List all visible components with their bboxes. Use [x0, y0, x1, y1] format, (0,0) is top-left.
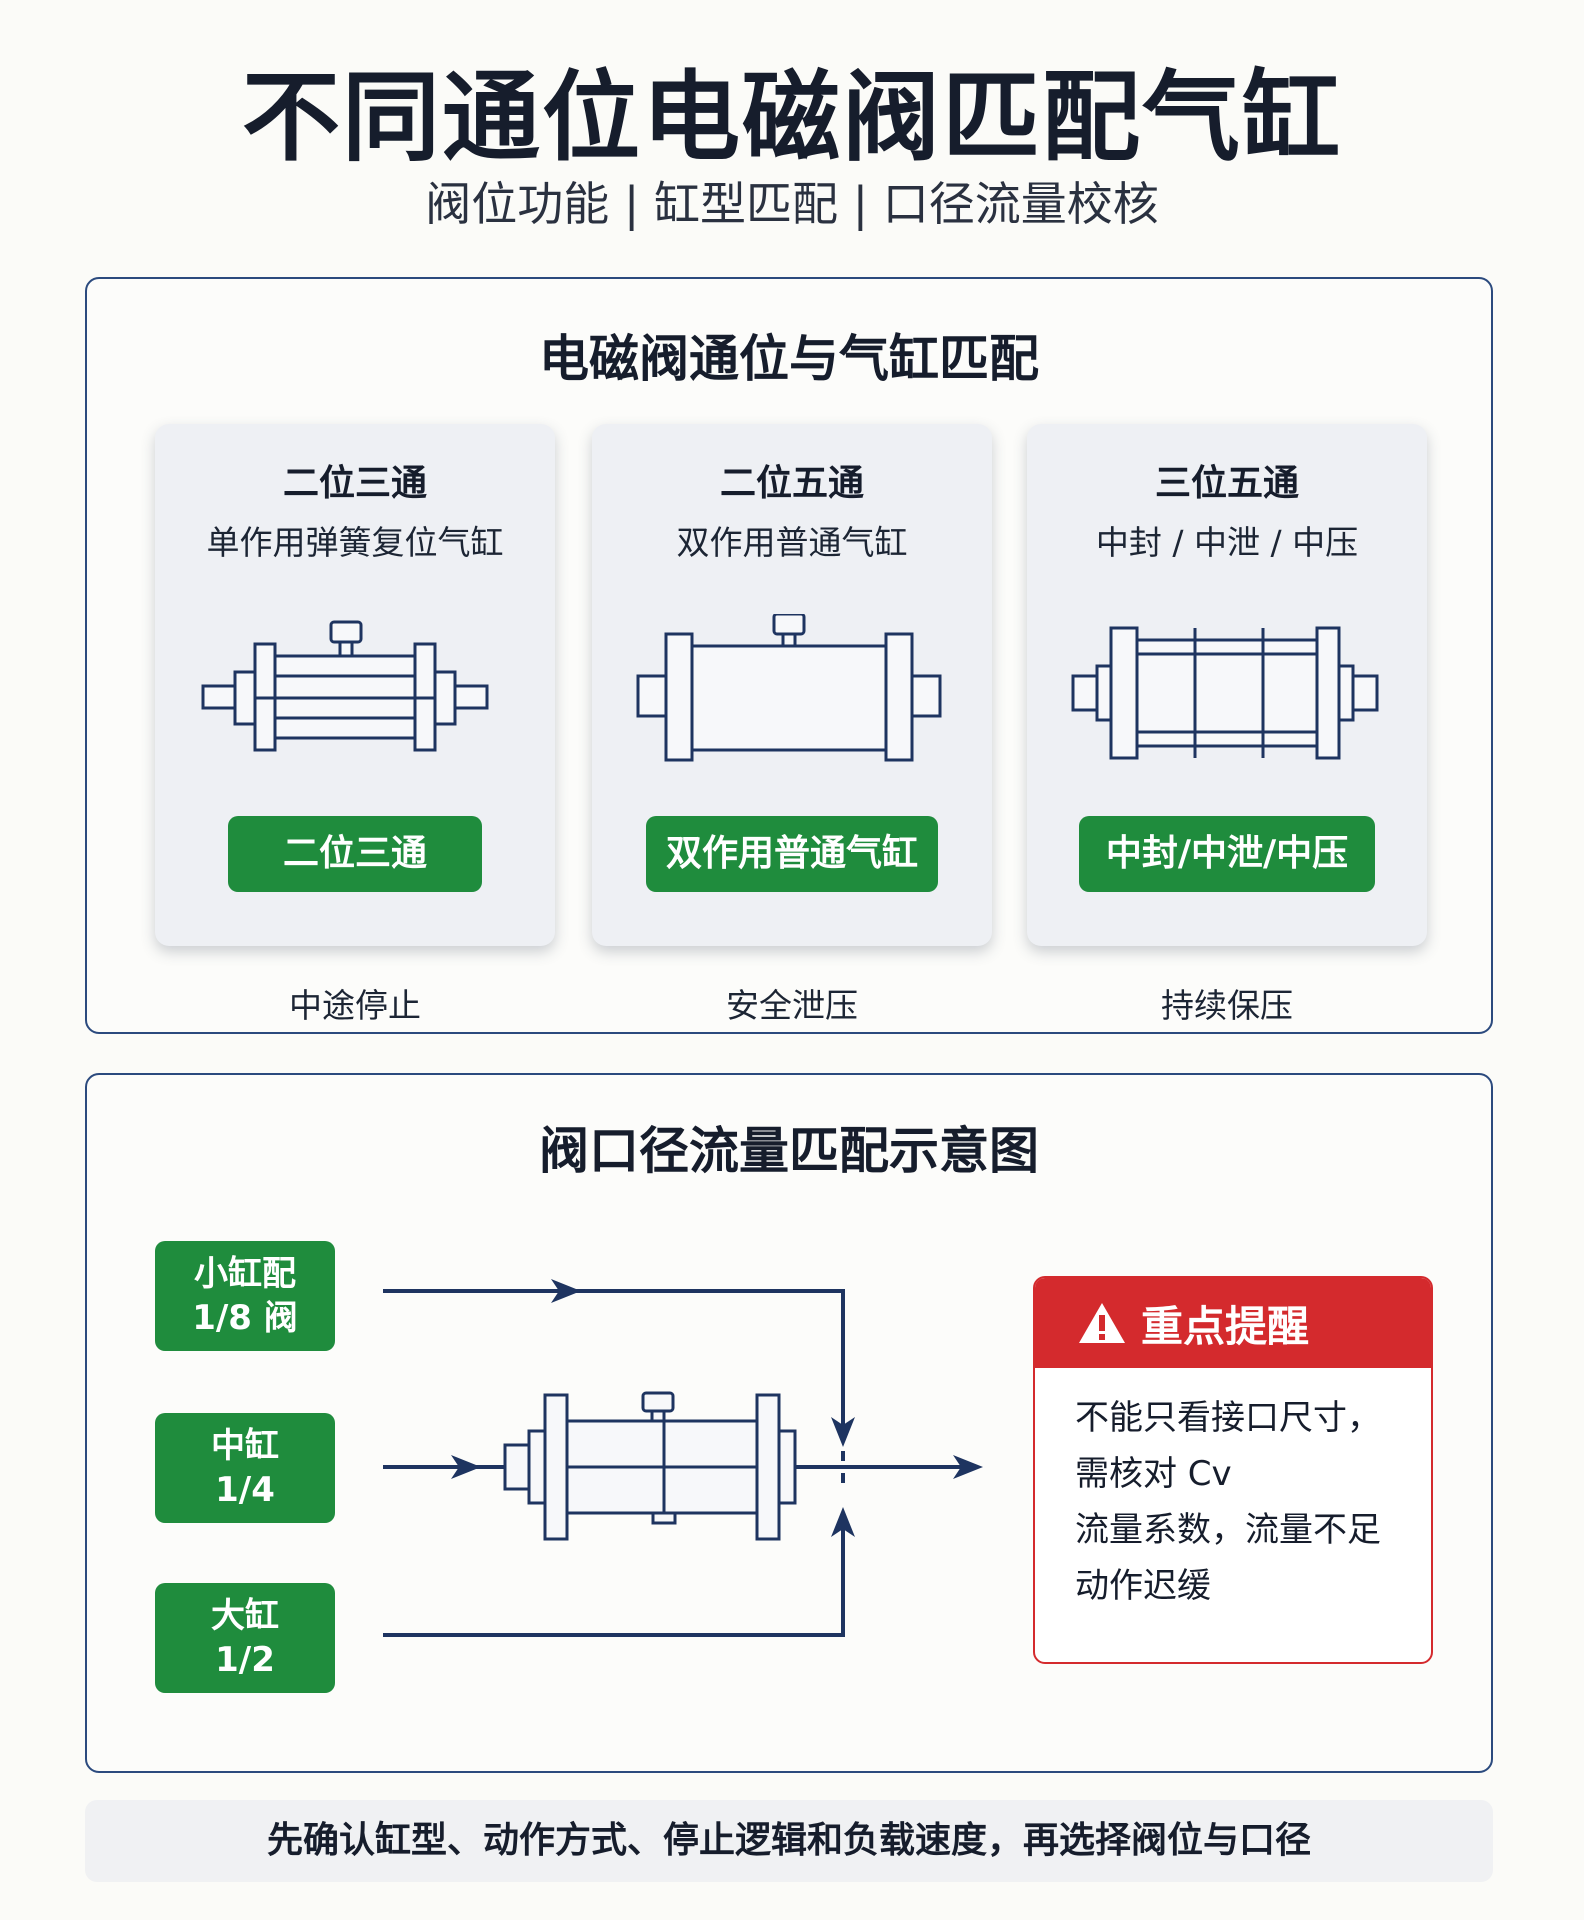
arrow-right-icon: [551, 1279, 581, 1303]
card-name: 三位五通: [1154, 463, 1299, 504]
badge-line: 中缸: [211, 1426, 279, 1466]
footer-note: 先确认缸型、动作方式、停止逻辑和负载速度，再选择阀位与口径: [85, 1800, 1493, 1882]
page-title: 不同通位电磁阀匹配气缸: [241, 61, 1342, 175]
small-cylinder-flow-line: [383, 1289, 845, 1439]
key-reminder-body: 不能只看接口尺寸， 需核对 Cv 流量系数，流量不足 动作迟缓: [1035, 1368, 1431, 1614]
flow-matching-panel-title: 阀口径流量匹配示意图: [539, 1122, 1039, 1180]
double-acting-cylinder-icon: [636, 614, 942, 762]
badge-line: 1/4: [215, 1470, 275, 1510]
arrow-down-icon: [831, 1417, 855, 1447]
card-tag-button[interactable]: 二位三通: [228, 816, 482, 892]
large-cylinder-flow-line: [383, 1515, 845, 1637]
key-reminder-header: 重点提醒: [1035, 1278, 1431, 1368]
small-cylinder-badge[interactable]: 小缸配 1/8 阀: [155, 1241, 335, 1351]
single-acting-cylinder-icon: [201, 620, 489, 752]
card-caption: 安全泄压: [726, 986, 858, 1025]
page-subtitle: 阀位功能 | 缸型匹配 | 口径流量校核: [425, 177, 1159, 231]
card-name: 二位三通: [282, 463, 427, 504]
card-caption: 中途停止: [289, 986, 421, 1025]
card-3-position-5-way: 三位五通 中封 / 中泄 / 中压 中封/中泄/中压: [1027, 424, 1427, 946]
card-caption: 持续保压: [1161, 986, 1293, 1025]
warning-triangle-icon: [1079, 1303, 1125, 1343]
card-desc: 单作用弹簧复位气缸: [206, 523, 504, 562]
badge-line: 1/2: [215, 1640, 275, 1680]
valve-position-panel-title: 电磁阀通位与气缸匹配: [539, 330, 1039, 388]
valve-position-panel: 电磁阀通位与气缸匹配 二位三通 单作用弹簧复位气缸 二位三通 二位五通 双作用普…: [85, 277, 1493, 1034]
card-2-position-5-way: 二位五通 双作用普通气缸 双作用普通气缸: [592, 424, 992, 946]
badge-line: 1/8 阀: [192, 1298, 298, 1338]
card-tag-button[interactable]: 中封/中泄/中压: [1079, 816, 1375, 892]
flow-diagram: [383, 1279, 983, 1637]
reminder-line: 动作迟缓: [1075, 1566, 1211, 1606]
medium-cylinder-badge[interactable]: 中缸 1/4: [155, 1413, 335, 1523]
reminder-line: 流量系数，流量不足: [1075, 1510, 1381, 1550]
reminder-line: 需核对 Cv: [1075, 1454, 1232, 1494]
arrow-right-icon: [953, 1455, 983, 1479]
key-reminder-title: 重点提醒: [1141, 1301, 1310, 1351]
card-name: 二位五通: [719, 463, 864, 504]
card-desc: 双作用普通气缸: [676, 523, 908, 562]
arrow-up-icon: [831, 1507, 855, 1537]
card-2-position-3-way: 二位三通 单作用弹簧复位气缸 二位三通: [155, 424, 555, 946]
card-desc: 中封 / 中泄 / 中压: [1095, 523, 1359, 562]
card-tag-button[interactable]: 双作用普通气缸: [646, 816, 938, 892]
badge-line: 小缸配: [194, 1254, 296, 1294]
badge-line: 大缸: [211, 1596, 279, 1636]
three-position-cylinder-icon: [1071, 626, 1379, 760]
flow-matching-panel: 阀口径流量匹配示意图: [85, 1073, 1493, 1773]
arrow-right-icon: [451, 1455, 481, 1479]
reminder-line: 不能只看接口尺寸，: [1075, 1398, 1381, 1438]
large-cylinder-badge[interactable]: 大缸 1/2: [155, 1583, 335, 1693]
key-reminder-box: 重点提醒 不能只看接口尺寸， 需核对 Cv 流量系数，流量不足 动作迟缓: [1033, 1276, 1433, 1664]
cylinder-icon: [503, 1391, 797, 1541]
